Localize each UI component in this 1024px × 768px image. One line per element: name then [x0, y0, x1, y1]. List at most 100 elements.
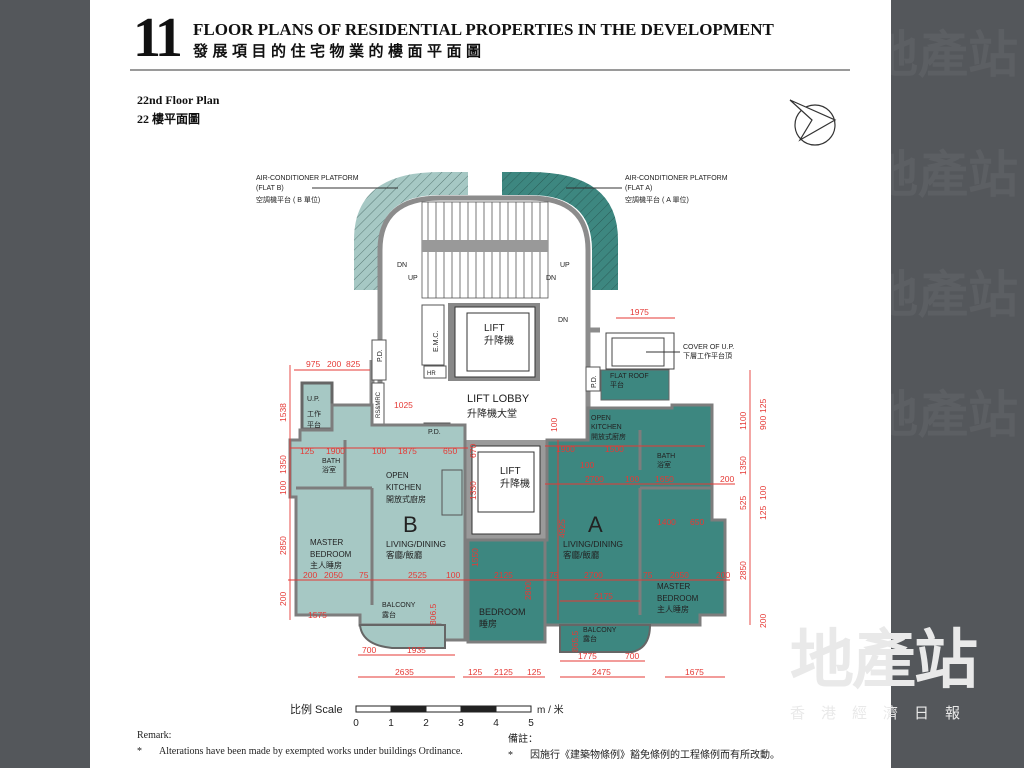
label: 空調機平台 ( B 單位): [256, 195, 320, 204]
dim: 2175: [594, 591, 613, 601]
label: 空調機平台 ( A 單位): [625, 195, 689, 204]
dim: 825: [346, 359, 360, 369]
lobby-label-zh: 升降機大堂: [467, 407, 517, 420]
dim: 2635: [395, 667, 414, 677]
balcony-label-zh: 露台: [583, 634, 597, 643]
plan-title-en: 22nd Floor Plan: [137, 93, 220, 107]
kitchen-label: KITCHEN: [591, 424, 622, 431]
balcony-label: BALCONY: [583, 627, 617, 634]
kitchen-label: OPEN: [386, 471, 409, 480]
dim: 1650: [655, 474, 674, 484]
stair-label: UP: [408, 275, 418, 282]
dim: 100: [580, 460, 594, 470]
bedroom-label-zh: 睡房: [479, 618, 497, 629]
dim: 200: [278, 592, 288, 606]
dim: 650: [443, 446, 457, 456]
dim: 975: [306, 359, 320, 369]
dim: 2850: [278, 536, 288, 555]
dim: 2475: [592, 667, 611, 677]
flat-roof-label-zh: 平台: [610, 380, 624, 389]
label: AIR-CONDITIONER PLATFORM: [625, 175, 728, 182]
bullet: *: [508, 750, 513, 761]
scale-unit: m / 米: [537, 703, 564, 716]
bullet: *: [137, 746, 142, 757]
dim: 1575: [308, 610, 327, 620]
pd-label: P.D.: [591, 375, 598, 388]
dim: 1900: [326, 446, 345, 456]
dim: 700: [625, 651, 639, 661]
lift-upper: [448, 303, 540, 381]
dim: 100: [372, 446, 386, 456]
dim: 1350: [278, 455, 288, 474]
stair-label: DN: [546, 275, 556, 282]
balcony-label-zh: 露台: [382, 610, 396, 619]
dim: 1675: [685, 667, 704, 677]
living-label-zh: 客廳/飯廳: [386, 550, 423, 560]
watermark-logo-sub: 香港經濟日報: [790, 705, 977, 722]
header-divider: [130, 69, 850, 71]
dim: 1975: [630, 307, 649, 317]
rsmrc-label: RS&MRC: [376, 391, 382, 418]
flat-a: [466, 403, 727, 653]
scale-tick: 3: [458, 718, 464, 729]
dim: 1775: [578, 651, 597, 661]
pd-duct: [371, 339, 387, 381]
dim: 525: [738, 496, 748, 510]
bedroom-label: BEDROOM: [479, 607, 526, 617]
watermark: 地產站: [868, 267, 1018, 323]
lobby-label: LIFT LOBBY: [467, 393, 530, 405]
scale-tick: 0: [353, 718, 359, 729]
pd-label: P.D.: [377, 349, 384, 362]
dimension-labels: 975 200 825 1975 1538 1350 100 2850 200 …: [278, 307, 768, 677]
master-label-zh: 主人睡房: [310, 560, 342, 570]
cover-label-zh: 下層工作平台頂: [683, 351, 732, 360]
remark-item: *Alterations have been made by exempted …: [137, 746, 463, 757]
kitchen-label: KITCHEN: [386, 483, 421, 492]
dim: 200: [303, 570, 317, 580]
stair-label: DN: [558, 317, 568, 324]
remark-heading: Remark:: [137, 730, 172, 741]
cover-label: COVER OF U.P.: [683, 344, 734, 351]
dim: 2125: [494, 667, 513, 677]
dim: 865.5: [570, 630, 580, 652]
dim: 2800: [523, 581, 533, 600]
remark-text-zh: 因施行《建築物條例》豁免條例的工程條例而有所改動。: [530, 750, 780, 761]
scale-label: 比例 Scale: [290, 702, 343, 716]
scale-tick: 1: [388, 718, 394, 729]
dim: 1025: [394, 400, 413, 410]
dim: 1500: [605, 444, 624, 454]
lift-lower: [465, 440, 547, 540]
dim: 125: [468, 667, 482, 677]
kitchen-label: OPEN: [591, 415, 611, 422]
north-arrow-icon: [789, 99, 837, 146]
plan-title-zh: 22 樓平面圖: [137, 112, 201, 126]
dim: 75: [359, 570, 369, 580]
watermark: 地產站: [868, 387, 1018, 443]
dim: 1330: [468, 481, 478, 500]
scale-tick: 4: [493, 718, 499, 729]
master-label: MASTER: [310, 538, 344, 547]
pd-duct: [585, 366, 601, 392]
dim: 125: [758, 399, 768, 413]
flat-b-letter: B: [403, 512, 418, 537]
dim: 75: [549, 570, 559, 580]
label: (FLAT B): [256, 185, 284, 192]
page-title-en: FLOOR PLANS OF RESIDENTIAL PROPERTIES IN…: [193, 20, 774, 39]
master-label: BEDROOM: [657, 594, 699, 603]
master-label: BEDROOM: [310, 550, 352, 559]
dim: 200: [758, 614, 768, 628]
dim: 1400: [657, 517, 676, 527]
pd-label: P.D.: [428, 429, 441, 436]
staircase: [421, 201, 549, 299]
up-label-zh: 平台: [307, 420, 321, 429]
dim: 75: [643, 570, 653, 580]
dim: 100: [278, 481, 288, 495]
living-label: LIVING/DINING: [563, 539, 623, 549]
dim: 2525: [408, 570, 427, 580]
kitchen-label-zh: 開放式廚房: [591, 432, 626, 441]
bath-label-zh: 浴室: [657, 460, 671, 469]
remark-item-zh: * 因施行《建築物條例》豁免條例的工程條例而有所改動。: [508, 746, 780, 761]
dim: 100: [549, 418, 559, 432]
scale-bar: 比例 Scale m / 米 0 1 2 3 4 5: [290, 702, 564, 729]
